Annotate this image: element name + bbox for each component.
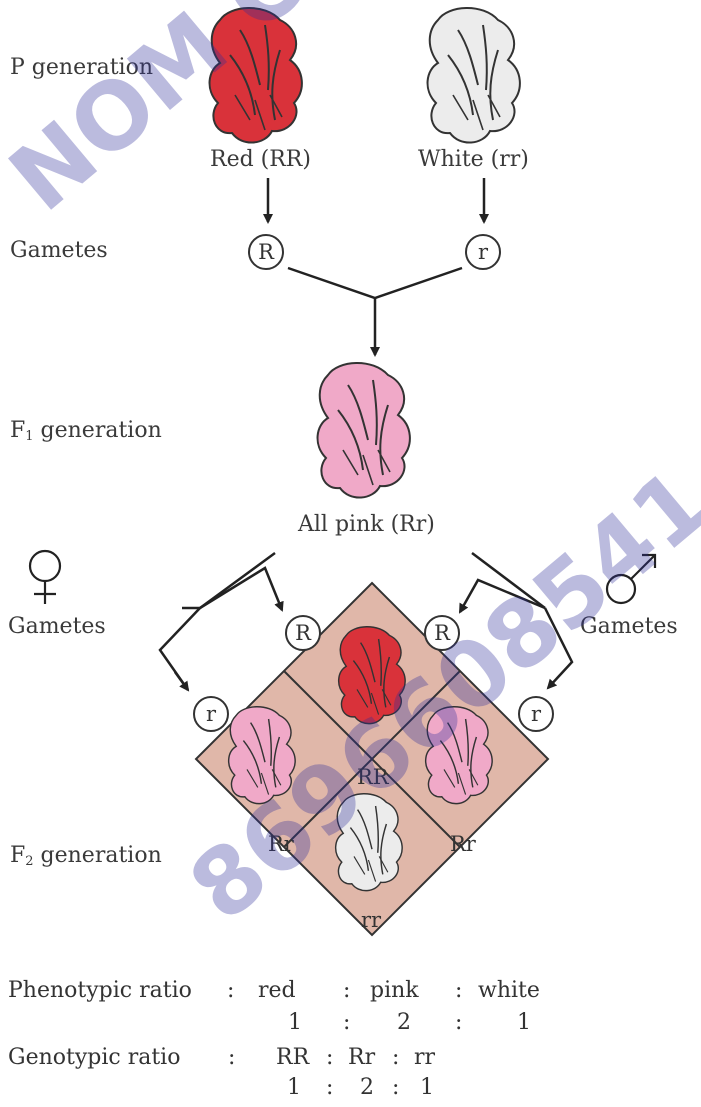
white-parent-label: White (rr) <box>418 147 529 172</box>
genotypic-sep: : <box>392 1045 400 1070</box>
f2-red-flower <box>337 626 406 725</box>
female-arrow-r <box>199 566 284 612</box>
phenotype-value-white: 1 <box>517 1010 531 1035</box>
gametes-label: Gametes <box>10 238 108 263</box>
female-gametes-label: Gametes <box>8 614 106 639</box>
phenotypic-sep: : <box>343 978 351 1003</box>
male-gamete-r: r <box>518 696 554 732</box>
genotype-value-RR: 1 <box>287 1075 301 1100</box>
phenotypic-sep: : <box>343 1010 351 1035</box>
phenotype-value-red: 1 <box>288 1010 302 1035</box>
white-flower-image <box>426 6 521 144</box>
genotype-name-Rr: Rr <box>348 1045 376 1070</box>
f2-genotype-right: Rr <box>450 832 476 856</box>
genotype-value-rr: 1 <box>420 1075 434 1100</box>
genotypic-sep: : <box>392 1075 400 1100</box>
phenotypic-ratio-label: Phenotypic ratio <box>8 978 192 1003</box>
f2-genotype-top: RR <box>357 765 389 789</box>
f1-caption: All pink (Rr) <box>298 512 435 537</box>
gamete-circle-red: R <box>248 234 284 270</box>
male-arrow-upper <box>458 578 546 614</box>
p-generation-label: P generation <box>10 55 154 80</box>
male-gametes-label: Gametes <box>580 614 678 639</box>
genotype-name-RR: RR <box>276 1045 310 1070</box>
female-gamete-r: r <box>193 696 229 732</box>
female-arrow-lower <box>173 671 190 692</box>
genotypic-sep: : <box>326 1045 334 1070</box>
f2-generation-label: F2 generation <box>10 843 162 869</box>
female-gamete-R: R <box>285 615 321 651</box>
genotype-name-rr: rr <box>414 1045 436 1070</box>
f1-generation-label: F1 generation <box>10 418 162 444</box>
f2-white-flower <box>334 793 403 892</box>
gamete-circle-white: r <box>465 234 501 270</box>
gamete-merge-lines <box>287 266 463 300</box>
phenotype-name-red: red <box>258 978 296 1003</box>
genotype-value-Rr: 2 <box>360 1075 374 1100</box>
phenotype-name-pink: pink <box>370 978 419 1003</box>
phenotypic-sep: : <box>455 978 463 1003</box>
genotypic-ratio-label: Genotypic ratio <box>8 1045 181 1070</box>
phenotypic-sep: : <box>455 1010 463 1035</box>
male-arrow-lower <box>543 607 574 690</box>
genotypic-sep: : <box>228 1045 236 1070</box>
female-symbol-icon <box>28 549 62 604</box>
pink-flower-image <box>316 361 411 499</box>
phenotype-value-pink: 2 <box>397 1010 411 1035</box>
f2-genotype-left: Rr <box>268 832 294 856</box>
genotypic-sep: : <box>326 1075 334 1100</box>
red-flower-image <box>208 6 303 144</box>
female-bracket <box>182 551 276 610</box>
phenotype-name-white: white <box>478 978 540 1003</box>
male-symbol-icon <box>605 553 657 605</box>
male-gamete-R: R <box>424 615 460 651</box>
phenotypic-sep: : <box>227 978 235 1003</box>
f2-genotype-bottom: rr <box>361 908 382 932</box>
f2-pink-flower-right <box>424 706 493 805</box>
male-bracket <box>471 552 546 609</box>
f2-pink-flower-left <box>227 706 296 805</box>
red-parent-label: Red (RR) <box>210 147 311 172</box>
punnett-divider-2 <box>283 670 461 848</box>
